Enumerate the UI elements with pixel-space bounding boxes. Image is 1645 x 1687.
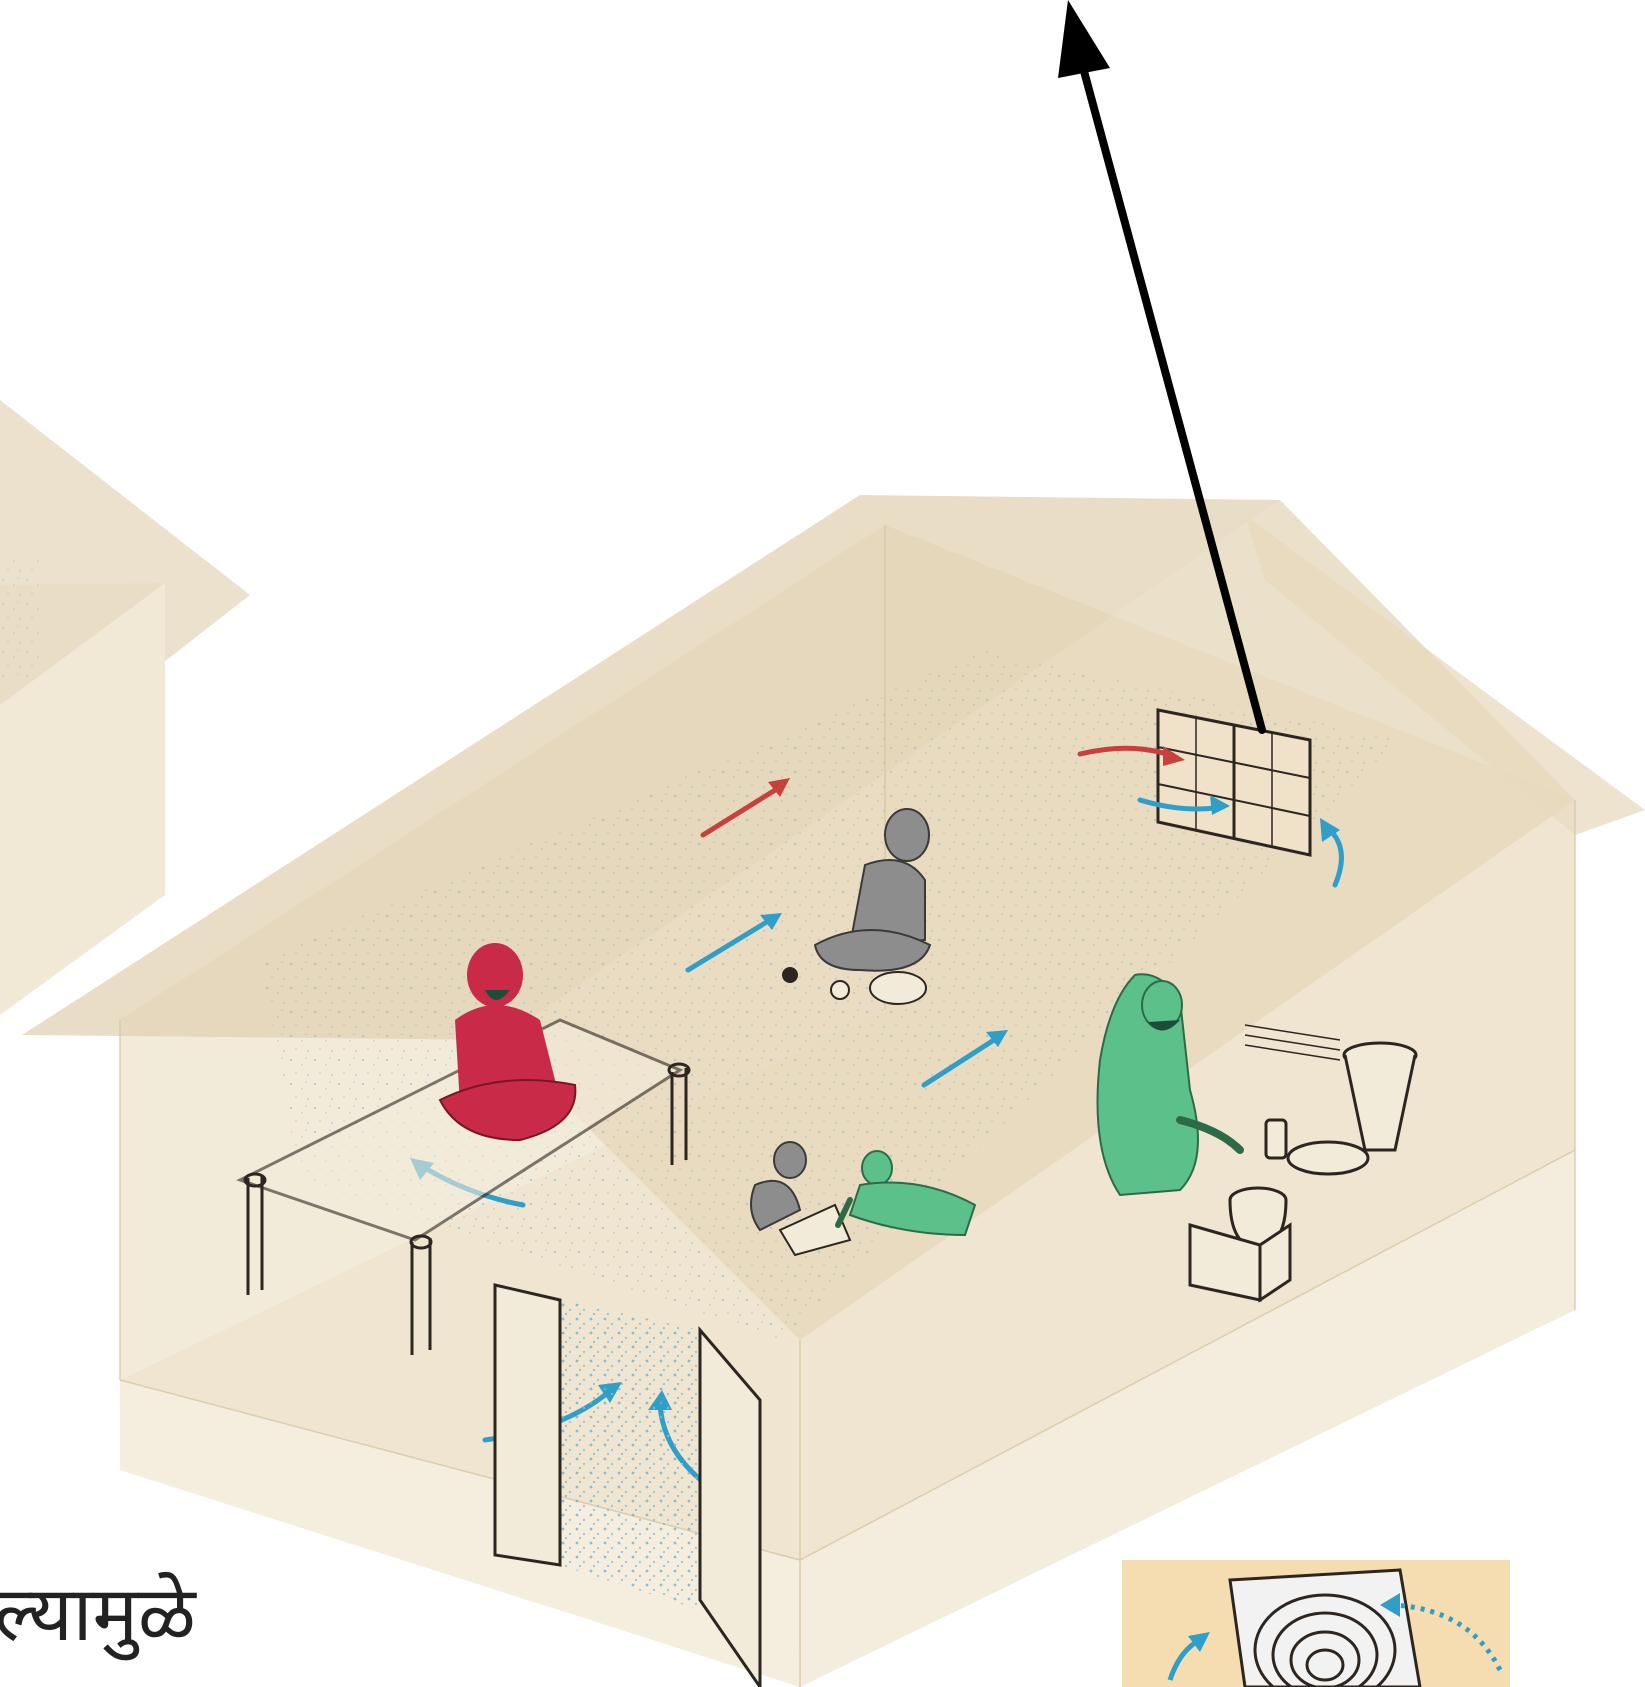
caption-text-fragment: ल्यामुळे bbox=[0, 1576, 196, 1652]
exhaust-fan-icon bbox=[1122, 1560, 1510, 1687]
